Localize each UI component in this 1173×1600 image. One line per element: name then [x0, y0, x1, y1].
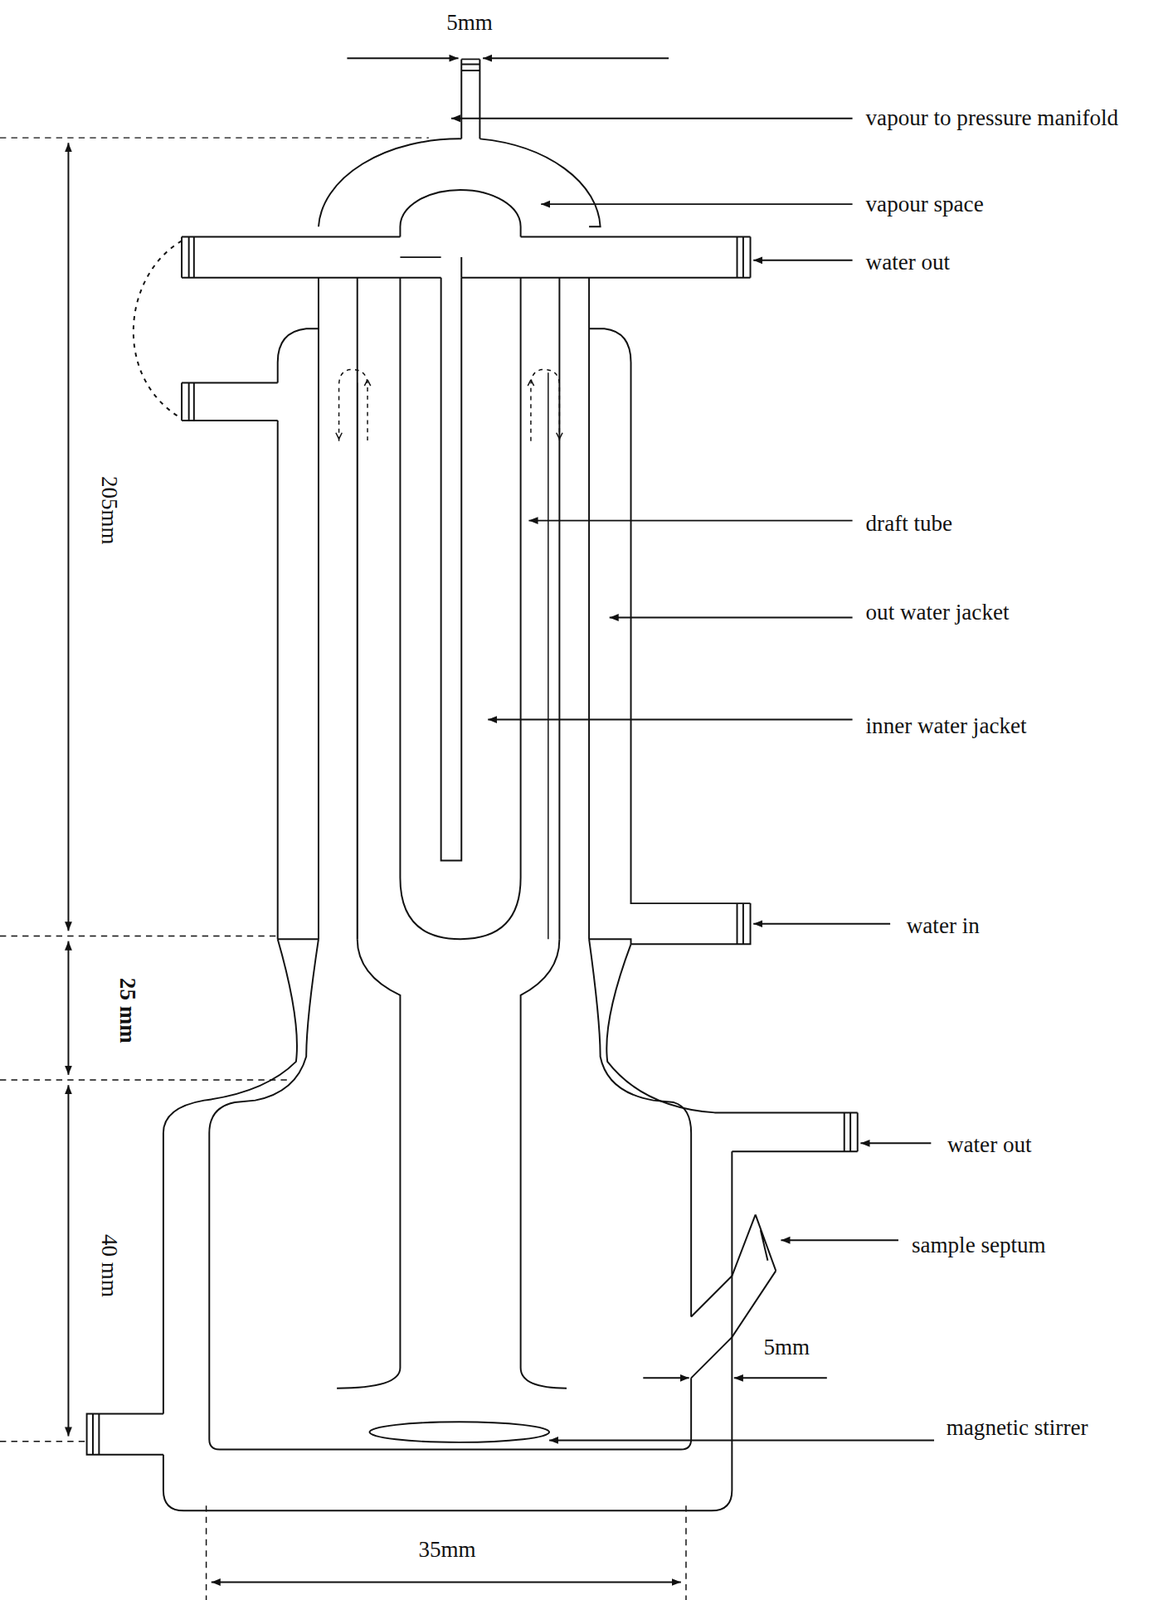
dimension: 205mm — [97, 476, 121, 546]
part-label: out water jacket — [866, 601, 1010, 624]
dimension: 40 mm — [97, 1234, 121, 1298]
dimension: 5mm — [446, 11, 493, 35]
part-label: draft tube — [866, 512, 953, 536]
part-label: inner water jacket — [866, 714, 1027, 737]
dimension: 5mm — [764, 1336, 811, 1359]
port-label: water out — [947, 1134, 1032, 1157]
part-label: vapour to pressure manifold — [866, 107, 1120, 130]
port-label: water out — [866, 251, 950, 274]
part-label: sample septum — [911, 1234, 1047, 1257]
dimension: 35mm — [418, 1538, 476, 1562]
part-label: vapour space — [866, 193, 984, 216]
dimension: 25 mm — [116, 978, 139, 1044]
part-label: magnetic stirrer — [946, 1416, 1089, 1440]
port-label: water in — [906, 915, 980, 938]
